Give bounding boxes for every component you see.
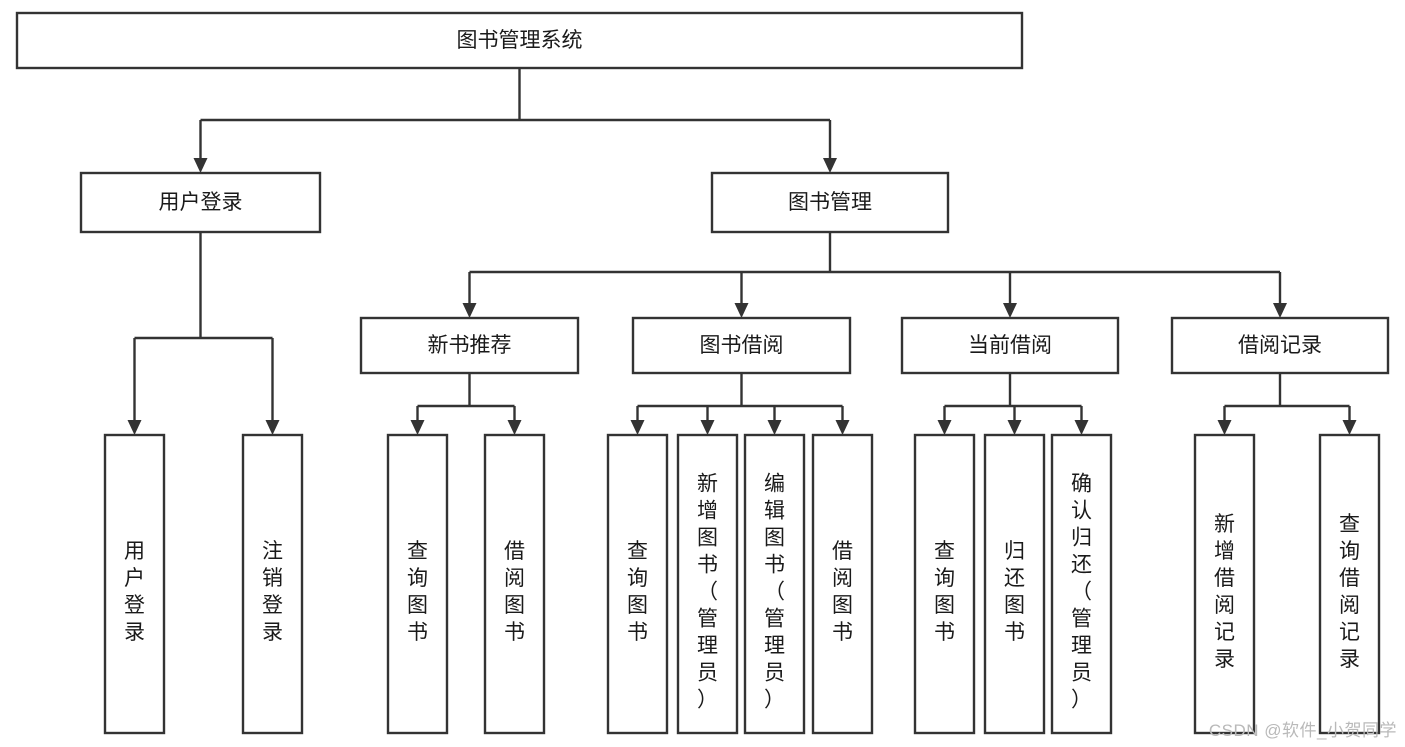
node-box xyxy=(483,433,546,735)
node-box xyxy=(15,11,1024,70)
arrow-head-icon xyxy=(767,420,782,435)
arrow-head-icon xyxy=(507,420,522,435)
node-box xyxy=(103,433,166,735)
node-layer: 图书管理系统用户登录图书管理新书推荐图书借阅当前借阅借阅记录用户登录注销登录查询… xyxy=(15,11,1390,735)
node-label: 新增借阅记录 xyxy=(1214,513,1235,671)
node-label: 查询图书 xyxy=(407,540,428,644)
node-l_edit_book[interactable]: 编辑图书（管理员） xyxy=(743,433,806,735)
connector-layer xyxy=(127,68,1357,435)
node-label: 新书推荐 xyxy=(428,334,512,357)
node-box xyxy=(900,316,1120,375)
node-l_q_book_3[interactable]: 查询图书 xyxy=(913,433,976,735)
arrow-head-icon xyxy=(734,303,749,318)
node-label: 图书管理 xyxy=(788,191,872,214)
node-box xyxy=(811,433,874,735)
node-label: 借阅记录 xyxy=(1238,334,1322,357)
node-root[interactable]: 图书管理系统 xyxy=(15,11,1024,70)
node-label: 图书借阅 xyxy=(700,334,784,357)
node-box xyxy=(359,316,580,375)
node-box xyxy=(386,433,449,735)
node-l_q_book_1[interactable]: 查询图书 xyxy=(386,433,449,735)
node-box xyxy=(743,433,806,735)
node-box xyxy=(631,316,852,375)
arrow-head-icon xyxy=(1003,303,1017,318)
node-box xyxy=(606,433,669,735)
node-l_borrow_book_2[interactable]: 借阅图书 xyxy=(811,433,874,735)
arrow-head-icon xyxy=(265,420,280,435)
arrow-head-icon xyxy=(1273,303,1287,318)
node-l_query_record[interactable]: 查询借阅记录 xyxy=(1318,433,1381,735)
arrow-head-icon xyxy=(1007,420,1022,435)
arrow-head-icon xyxy=(937,420,952,435)
arrow-head-icon xyxy=(410,420,425,435)
node-box xyxy=(1193,433,1256,735)
node-n_new_rec[interactable]: 新书推荐 xyxy=(359,316,580,375)
node-l_add_book[interactable]: 新增图书（管理员） xyxy=(676,433,739,735)
node-label: 用户登录 xyxy=(159,191,243,214)
arrow-head-icon xyxy=(1074,420,1089,435)
arrow-head-icon xyxy=(823,158,837,173)
arrow-head-icon xyxy=(1217,420,1232,435)
node-label: 查询借阅记录 xyxy=(1339,513,1360,671)
arrow-head-icon xyxy=(1342,420,1357,435)
node-l_confirm_return[interactable]: 确认归还（管理员） xyxy=(1050,433,1113,735)
node-box xyxy=(710,171,950,234)
arrow-head-icon xyxy=(462,303,477,318)
node-box xyxy=(913,433,976,735)
node-label: 编辑图书（管理员） xyxy=(764,473,785,712)
node-label: 新增图书（管理员） xyxy=(697,473,718,712)
node-l_add_record[interactable]: 新增借阅记录 xyxy=(1193,433,1256,735)
node-n_record[interactable]: 借阅记录 xyxy=(1170,316,1390,375)
node-n_book_mgmt[interactable]: 图书管理 xyxy=(710,171,950,234)
node-label: 归还图书 xyxy=(1004,540,1025,644)
node-n_user_login[interactable]: 用户登录 xyxy=(79,171,322,234)
node-l_return_book[interactable]: 归还图书 xyxy=(983,433,1046,735)
node-l_q_book_2[interactable]: 查询图书 xyxy=(606,433,669,735)
arrow-head-icon xyxy=(630,420,645,435)
arrow-head-icon xyxy=(193,158,208,173)
node-label: 当前借阅 xyxy=(968,334,1052,357)
node-label: 查询图书 xyxy=(934,540,955,644)
node-box xyxy=(1170,316,1390,375)
node-label: 借阅图书 xyxy=(832,540,853,644)
node-n_borrow[interactable]: 图书借阅 xyxy=(631,316,852,375)
arrow-head-icon xyxy=(700,420,715,435)
node-label: 借阅图书 xyxy=(504,540,525,644)
node-box xyxy=(1318,433,1381,735)
node-l_user_login[interactable]: 用户登录 xyxy=(103,433,166,735)
node-label: 图书管理系统 xyxy=(457,29,583,52)
arrow-head-icon xyxy=(835,420,850,435)
node-label: 注销登录 xyxy=(262,540,283,644)
node-label: 查询图书 xyxy=(627,540,648,644)
node-label: 确认归还（管理员） xyxy=(1071,473,1092,712)
csdn-watermark: CSDN @软件_小贺同学 xyxy=(1208,721,1397,740)
node-n_current[interactable]: 当前借阅 xyxy=(900,316,1120,375)
node-box xyxy=(79,171,322,234)
node-box xyxy=(676,433,739,735)
arrow-head-icon xyxy=(127,420,142,435)
node-l_user_logout[interactable]: 注销登录 xyxy=(241,433,304,735)
node-label: 用户登录 xyxy=(124,540,145,644)
node-l_borrow_book_1[interactable]: 借阅图书 xyxy=(483,433,546,735)
node-box xyxy=(241,433,304,735)
node-box xyxy=(1050,433,1113,735)
node-box xyxy=(983,433,1046,735)
